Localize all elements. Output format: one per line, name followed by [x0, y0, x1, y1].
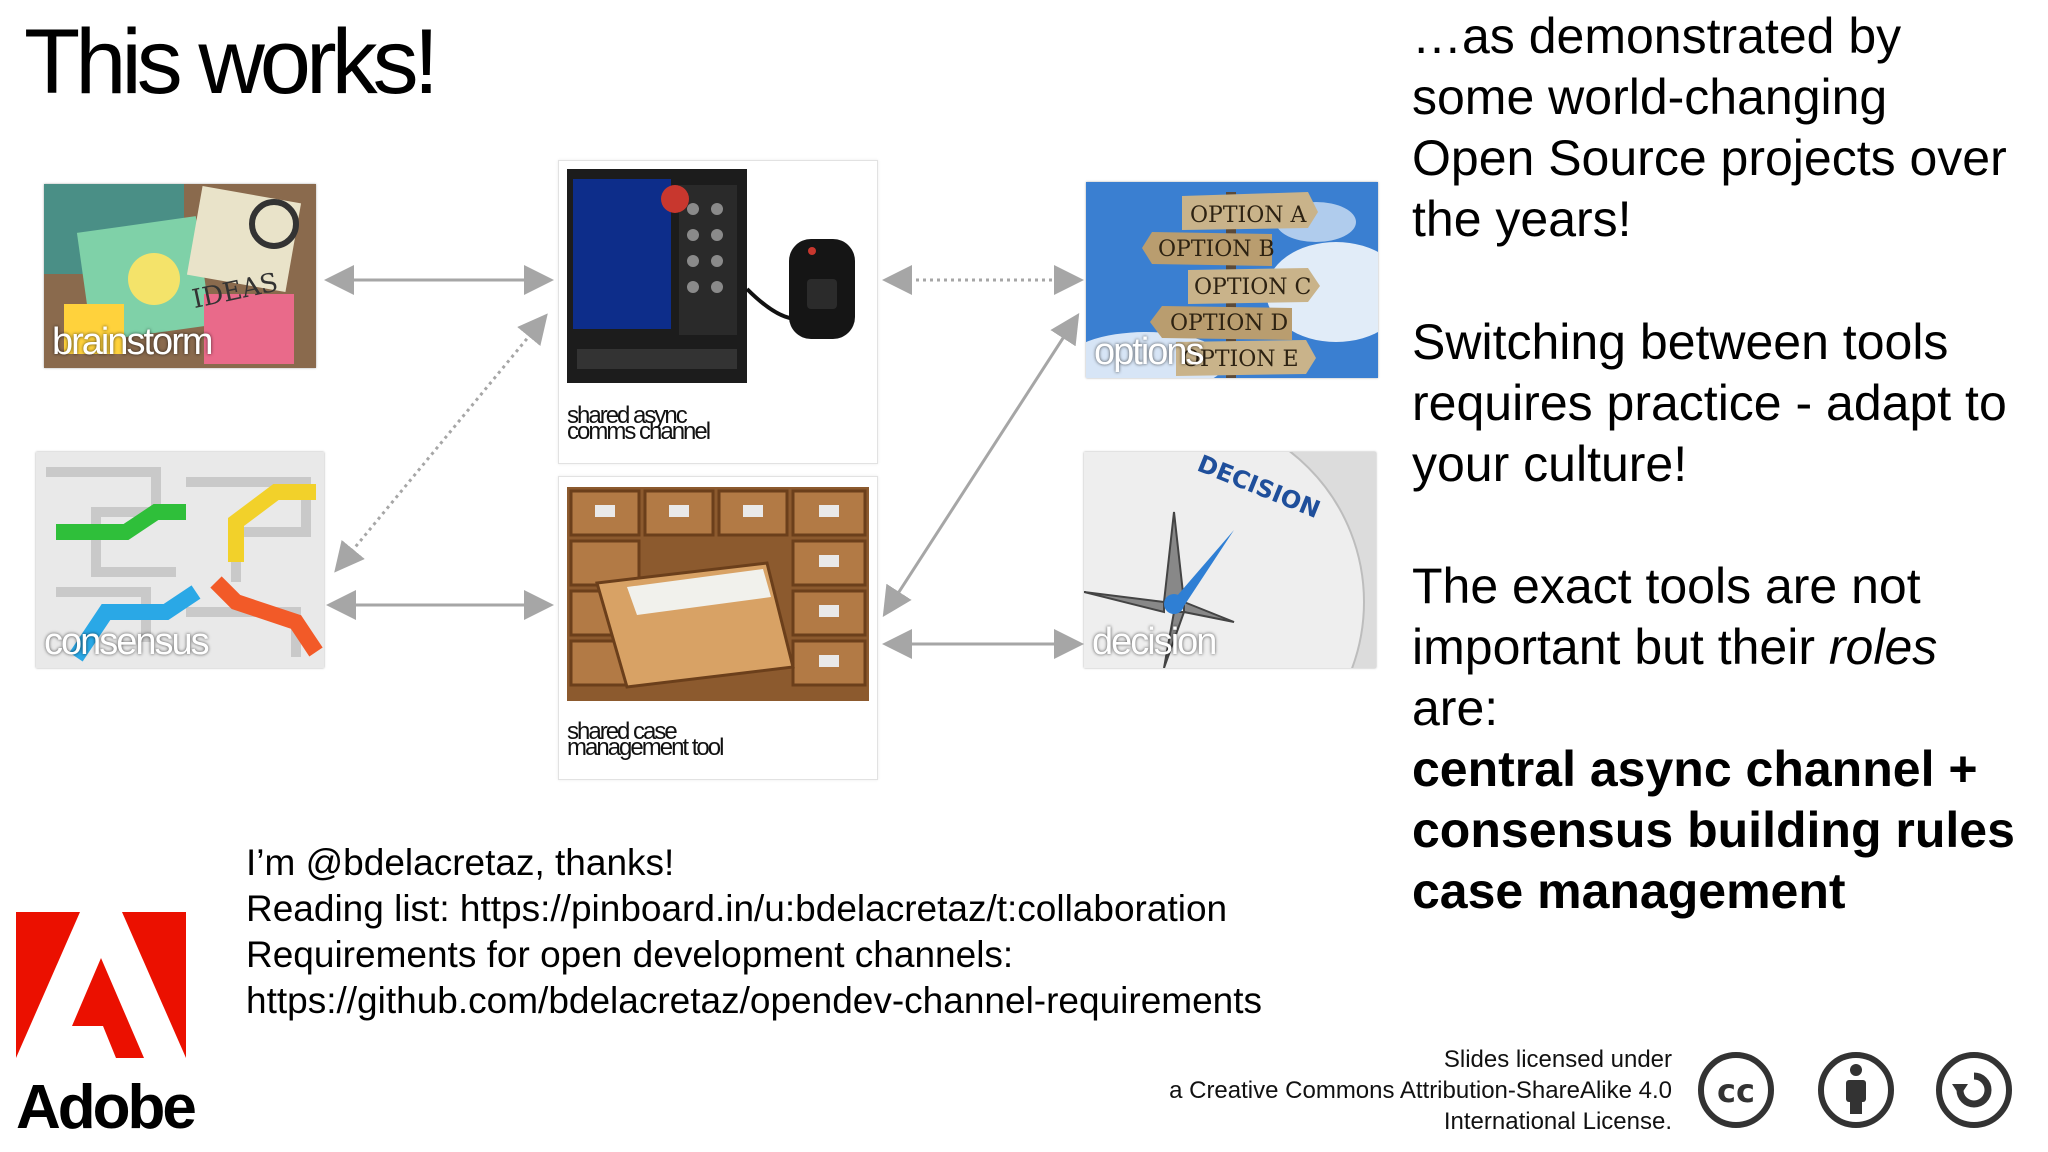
cc-icon: cc — [1698, 1052, 1774, 1128]
consensus-image: consensus — [36, 452, 324, 668]
consensus-label: consensus — [44, 621, 210, 663]
right-p2-line-3: your culture! — [1412, 436, 1688, 492]
case-management-label-2: management tool — [567, 734, 724, 761]
case-management-card: shared case management tool — [558, 476, 878, 780]
right-p2-line-2: requires practice - adapt to — [1412, 375, 2007, 431]
right-paragraph-3: The exact tools are not important but th… — [1412, 556, 2015, 922]
slide-title: This works! — [24, 11, 439, 113]
radio-image — [567, 169, 869, 383]
brainstorm-label: brainstorm — [52, 321, 213, 363]
reading-list-link[interactable]: Reading list: https://pinboard.in/u:bdel… — [246, 888, 1228, 929]
card-catalog-image — [567, 487, 869, 701]
brainstorm-image: IDEAS brainstorm — [44, 184, 316, 368]
license-line-1: Slides licensed under — [1443, 1046, 1672, 1073]
right-p3-line-2-text: important but their — [1412, 619, 1829, 675]
right-p3-line-2: important but their roles — [1412, 617, 2015, 678]
right-bold-line-1: central async channel + — [1412, 741, 1978, 797]
option-b-text: OPTION B — [1158, 237, 1275, 262]
right-paragraph-2: Switching between tools requires practic… — [1412, 312, 2007, 495]
right-paragraph-1: …as demonstrated by some world-changing … — [1412, 6, 2007, 250]
svg-text:cc: cc — [1717, 1072, 1755, 1110]
adobe-logo-mark — [16, 912, 186, 1058]
license-text: Slides licensed under a Creative Commons… — [1169, 1044, 1672, 1137]
async-channel-label-1: shared async — [567, 402, 688, 429]
case-management-label-1: shared case — [567, 718, 678, 745]
requirements-link[interactable]: https://github.com/bdelacretaz/opendev-c… — [246, 980, 1263, 1021]
right-p1-line-1: …as demonstrated by — [1412, 8, 1902, 64]
sharealike-icon — [1936, 1052, 2012, 1128]
options-image: OPTION A OPTION B OPTION C OPTION D OPTI… — [1086, 182, 1378, 378]
right-p2-line-1: Switching between tools — [1412, 314, 1949, 370]
right-p1-line-2: some world-changing — [1412, 69, 1888, 125]
option-d-text: OPTION D — [1170, 311, 1288, 336]
right-p1-line-4: the years! — [1412, 191, 1632, 247]
requirements-line: Requirements for open development channe… — [246, 934, 1014, 975]
async-channel-label-2: comms channel — [567, 418, 711, 445]
async-channel-card: shared async comms channel — [558, 160, 878, 464]
thanks-line: I’m @bdelacretaz, thanks! — [246, 842, 675, 883]
arrow-case-options — [882, 312, 1080, 618]
arrow-consensus-async — [334, 313, 548, 573]
license-line-2: a Creative Commons Attribution-ShareAlik… — [1169, 1077, 1672, 1104]
attribution-icon — [1818, 1052, 1894, 1128]
adobe-logo: Adobe — [16, 912, 197, 1144]
option-e-text: OPTION E — [1182, 347, 1299, 372]
license-line-3: International License. — [1443, 1108, 1672, 1135]
right-p1-line-3: Open Source projects over — [1412, 130, 2007, 186]
adobe-wordmark: Adobe — [16, 1073, 197, 1142]
contact-info: I’m @bdelacretaz, thanks! Reading list: … — [246, 840, 1262, 1024]
right-bold-line-3: case management — [1412, 863, 1846, 919]
decision-label: decision — [1092, 621, 1217, 663]
options-label: options — [1094, 331, 1205, 373]
right-bold-line-2: consensus building rules — [1412, 802, 2015, 858]
option-a-text: OPTION A — [1190, 203, 1307, 228]
right-p3-line-1: The exact tools are not — [1412, 558, 1921, 614]
right-p3-line-3: are: — [1412, 680, 1499, 736]
option-c-text: OPTION C — [1194, 275, 1311, 300]
decision-image: DECISION decision — [1084, 452, 1376, 668]
roles-emphasis: roles — [1828, 619, 1938, 675]
